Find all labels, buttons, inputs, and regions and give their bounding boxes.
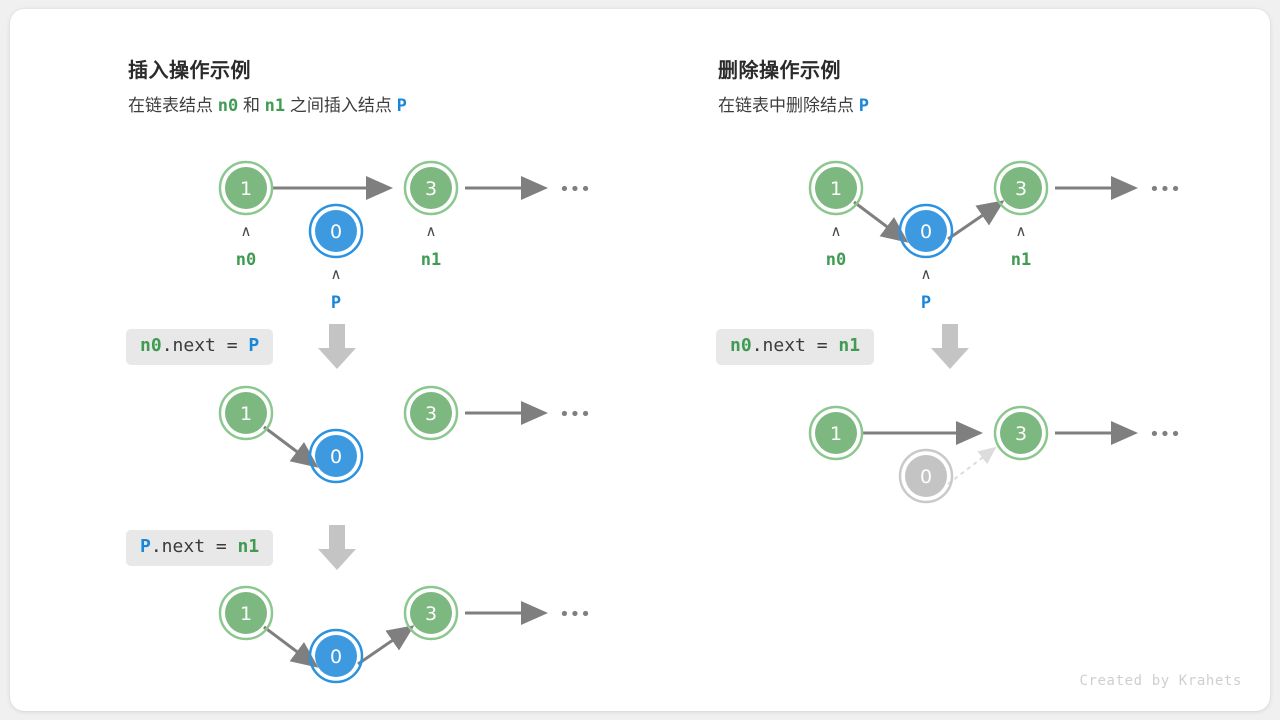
down-arrow-icon — [931, 324, 969, 369]
code-box-delete-step1: n0.next = n1 — [716, 329, 875, 365]
ellipsis: ••• — [1149, 179, 1181, 200]
link-arrow-p-n1 — [947, 200, 1005, 241]
node-value: 0 — [330, 221, 342, 243]
node-n1: 3 — [993, 405, 1049, 461]
node-value: 3 — [1015, 178, 1027, 200]
block-arrow-insert-1 — [315, 322, 359, 372]
code-box-insert-step1: n0.next = P — [126, 329, 274, 365]
subtitle-text-1: 在链表结点 — [128, 96, 218, 115]
node-value: 1 — [240, 603, 252, 625]
caret-n0: ∧ — [241, 222, 252, 240]
row-after-insert-step1: ••• 1 0 3 — [200, 374, 600, 494]
node-value: 3 — [1015, 423, 1027, 445]
block-arrow-insert-2 — [315, 523, 359, 573]
node-n0: 1 — [218, 385, 274, 441]
node-value: 1 — [240, 403, 252, 425]
subtitle-token-n1: n1 — [264, 96, 286, 116]
down-arrow-icon — [318, 525, 356, 570]
label-n0: n0 — [826, 250, 846, 270]
panel-insert: 插入操作示例 在链表结点 n0 和 n1 之间插入结点 P — [10, 9, 640, 711]
panel-insert-subtitle: 在链表结点 n0 和 n1 之间插入结点 P — [128, 91, 407, 116]
code-token-n0: n0 — [140, 335, 162, 356]
node-value: 0 — [330, 446, 342, 468]
row-after-delete: ••• 1 0 3 — [790, 394, 1190, 519]
node-value: 3 — [425, 603, 437, 625]
node-n0: 1 — [218, 160, 274, 216]
node-value: 1 — [830, 423, 842, 445]
panel-delete: 删除操作示例 在链表中删除结点 P ••• 1 ∧ n0 — [640, 9, 1270, 711]
row-before-delete: ••• 1 ∧ n0 0 ∧ P 3 — [790, 149, 1190, 329]
block-arrow-delete-1 — [928, 322, 972, 372]
code-token-next: .next = — [751, 335, 839, 356]
node-n0: 1 — [808, 160, 864, 216]
node-n1: 3 — [403, 385, 459, 441]
code-token-p: P — [140, 536, 151, 557]
caret-n1: ∧ — [426, 222, 437, 240]
node-value: 1 — [830, 178, 842, 200]
node-value: 0 — [920, 221, 932, 243]
subtitle-text-2: 和 — [238, 96, 265, 115]
code-token-n0: n0 — [730, 335, 752, 356]
link-arrow-n0-p — [853, 200, 909, 243]
label-p: P — [331, 293, 341, 313]
subtitle-text-1: 在链表中删除结点 — [718, 96, 859, 115]
code-token-next: .next = — [161, 335, 249, 356]
link-arrow-n0-p — [263, 425, 319, 468]
code-token-next: .next = — [150, 536, 238, 557]
node-p: 0 — [308, 428, 364, 484]
label-n1: n1 — [421, 250, 441, 270]
link-arrow-p-n1 — [357, 625, 415, 666]
subtitle-token-p: P — [858, 96, 869, 116]
node-n1: 3 — [993, 160, 1049, 216]
panel-delete-subtitle: 在链表中删除结点 P — [718, 91, 869, 116]
link-arrow-deleted-dashed — [947, 446, 997, 485]
node-value: 3 — [425, 403, 437, 425]
node-n0: 1 — [808, 405, 864, 461]
label-n0: n0 — [236, 250, 256, 270]
node-deleted: 0 — [898, 448, 954, 504]
node-n1: 3 — [403, 585, 459, 641]
panel-insert-title: 插入操作示例 — [128, 60, 251, 82]
ellipsis: ••• — [559, 604, 591, 625]
label-p: P — [921, 293, 931, 313]
node-p: 0 — [898, 203, 954, 259]
ellipsis: ••• — [559, 179, 591, 200]
node-n1: 3 — [403, 160, 459, 216]
code-box-insert-step2: P.next = n1 — [126, 530, 274, 566]
node-value: 3 — [425, 178, 437, 200]
node-p: 0 — [308, 628, 364, 684]
node-n0: 1 — [218, 585, 274, 641]
down-arrow-icon — [318, 324, 356, 369]
diagram-card: 插入操作示例 在链表结点 n0 和 n1 之间插入结点 P — [10, 9, 1270, 711]
link-arrow-n0-p — [263, 625, 319, 668]
row-after-insert-step2: ••• 1 0 3 — [200, 574, 600, 694]
panel-delete-title: 删除操作示例 — [718, 60, 841, 82]
code-token-n1: n1 — [838, 335, 861, 356]
ellipsis: ••• — [1149, 424, 1181, 445]
label-n1: n1 — [1011, 250, 1031, 270]
subtitle-token-p: P — [396, 96, 407, 116]
node-value: 0 — [920, 466, 932, 488]
code-token-p: P — [248, 335, 260, 356]
caret-n0: ∧ — [831, 222, 842, 240]
node-p: 0 — [308, 203, 364, 259]
ellipsis: ••• — [559, 404, 591, 425]
node-value: 1 — [240, 178, 252, 200]
node-value: 0 — [330, 646, 342, 668]
code-token-n1: n1 — [237, 536, 260, 557]
caret-p: ∧ — [921, 265, 932, 283]
caret-n1: ∧ — [1016, 222, 1027, 240]
row-before-insert: ••• 1 ∧ n0 0 ∧ P — [200, 149, 600, 319]
subtitle-text-3: 之间插入结点 — [285, 96, 397, 115]
caret-p: ∧ — [331, 265, 342, 283]
credit-text: Created by Krahets — [1079, 673, 1242, 689]
subtitle-token-n0: n0 — [217, 96, 239, 116]
